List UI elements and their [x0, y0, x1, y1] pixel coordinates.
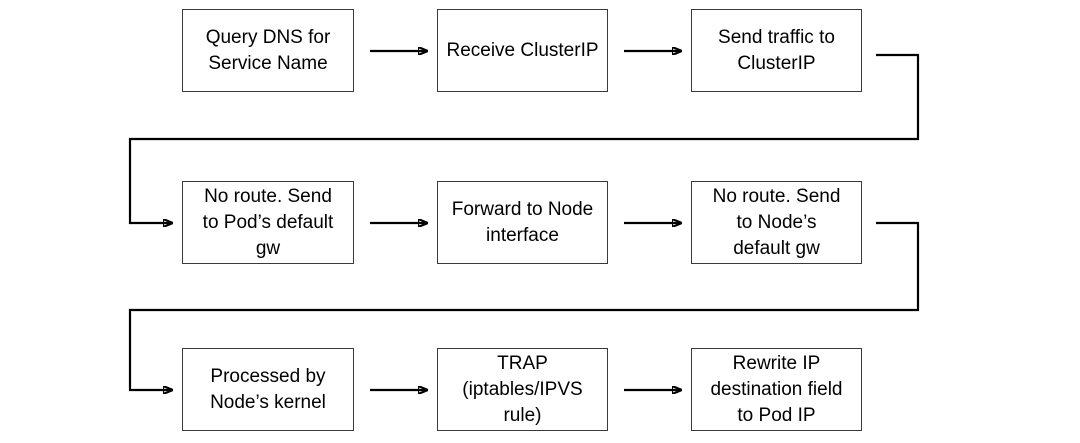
step-forward-node-interface: Forward to Node interface — [437, 181, 608, 264]
step-node-default-gw: No route. Send to Node’s default gw — [691, 181, 862, 264]
step-node-kernel: Processed by Node’s kernel — [182, 348, 354, 431]
step-send-traffic: Send traffic to ClusterIP — [691, 9, 862, 92]
arrow-step6-to-step7 — [128, 221, 920, 390]
step-query-dns: Query DNS for Service Name — [182, 9, 354, 92]
arrow-step3-to-step4 — [128, 53, 920, 223]
step-receive-clusterip: Receive ClusterIP — [437, 9, 608, 92]
step-rewrite-ip: Rewrite IP destination field to Pod IP — [691, 348, 862, 431]
step-pod-default-gw: No route. Send to Pod’s default gw — [182, 181, 354, 264]
step-trap: TRAP (iptables/IPVS rule) — [437, 348, 608, 431]
